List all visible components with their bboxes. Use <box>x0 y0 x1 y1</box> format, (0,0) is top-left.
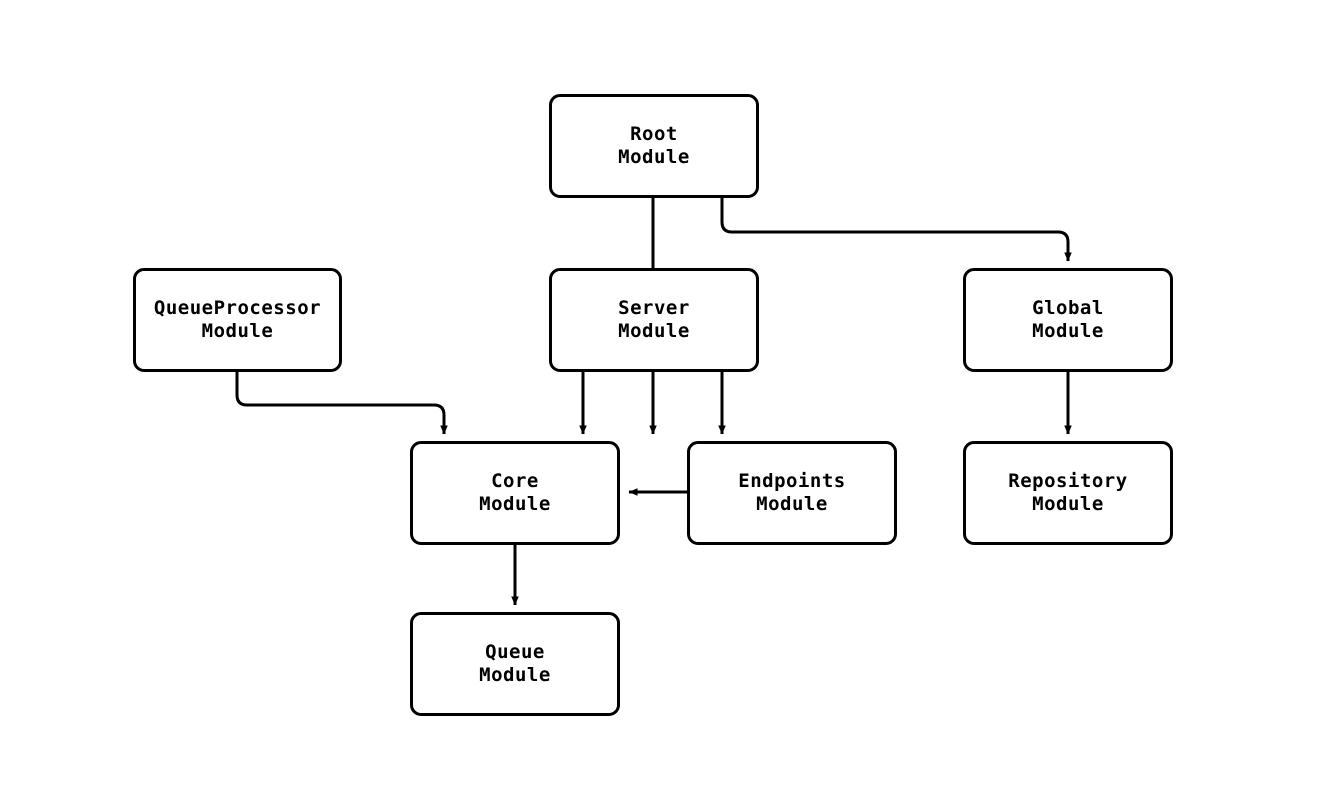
node-label-secondary: Module <box>756 493 828 515</box>
node-label-primary: Core <box>491 470 539 492</box>
node-label-secondary: Module <box>618 146 690 168</box>
node-label-primary: Endpoints <box>738 470 846 492</box>
node-label-primary: Root <box>630 123 678 145</box>
node-label-secondary: Module <box>1032 320 1104 342</box>
node-label-secondary: Module <box>479 493 551 515</box>
node-label-secondary: Module <box>201 320 274 342</box>
node-label-primary: Repository <box>1008 470 1128 492</box>
node-label-primary: Global <box>1032 297 1104 319</box>
node-label-secondary: Module <box>479 664 551 686</box>
node-label-secondary: Module <box>618 320 690 342</box>
node-label-primary: QueueProcessor <box>153 297 322 319</box>
edge-root-global <box>720 197 1072 262</box>
node-label-secondary: Module <box>1032 493 1104 515</box>
node-label-primary: Queue <box>485 641 545 663</box>
node-label-primary: Server <box>618 297 690 319</box>
edge-queueprocessor-core <box>235 372 448 435</box>
